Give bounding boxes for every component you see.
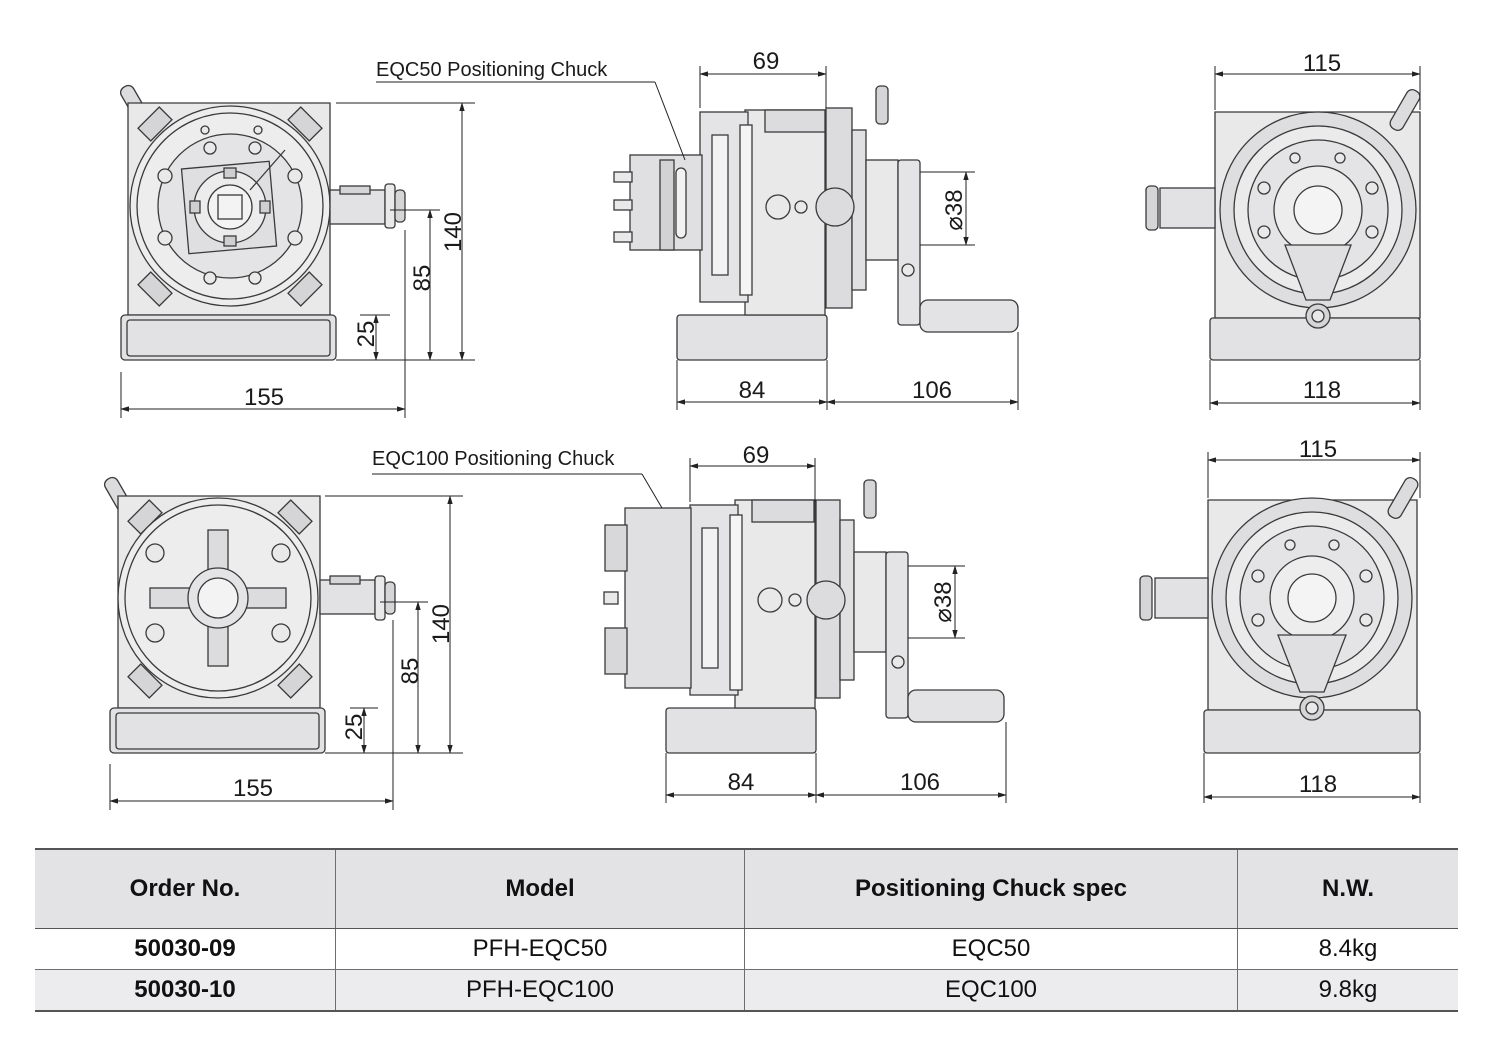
width-label-front: 155 bbox=[233, 775, 273, 802]
base-length-label: 84 bbox=[739, 377, 766, 404]
spec-table: Order No. Model Positioning Chuck spec N… bbox=[35, 848, 1458, 1012]
side-dimensions-eqc100 bbox=[372, 458, 1007, 803]
table-row: 50030-10 PFH-EQC100 EQC100 9.8kg bbox=[35, 969, 1458, 1012]
handle-length-label: 106 bbox=[912, 377, 952, 404]
handle-length-label: 106 bbox=[900, 769, 940, 796]
header-chuck-spec: Positioning Chuck spec bbox=[744, 848, 1238, 929]
chuck-callout-label: EQC50 Positioning Chuck bbox=[376, 59, 608, 81]
side-view-eqc100 bbox=[603, 479, 1005, 754]
bottom-width-label: 118 bbox=[1303, 377, 1341, 404]
side-view-eqc50 bbox=[613, 85, 1019, 361]
header-model: Model bbox=[335, 848, 745, 929]
back-view-eqc50 bbox=[1145, 88, 1421, 361]
width-label-front: 155 bbox=[244, 384, 284, 411]
order-no-cell: 50030-09 bbox=[35, 928, 336, 970]
base-length-label: 84 bbox=[728, 769, 755, 796]
chuck-depth-label: 69 bbox=[753, 48, 780, 75]
model-cell: PFH-EQC100 bbox=[335, 969, 745, 1012]
side-dimensions-eqc50 bbox=[376, 66, 1019, 410]
front-dimensions-eqc50 bbox=[120, 102, 475, 418]
table-header-row: Order No. Model Positioning Chuck spec N… bbox=[35, 848, 1458, 929]
order-no-cell: 50030-10 bbox=[35, 969, 336, 1012]
back-view-eqc100 bbox=[1139, 476, 1421, 754]
diameter-label: ⌀38 bbox=[941, 189, 968, 230]
back-dimensions-eqc50 bbox=[1209, 66, 1421, 410]
back-dimensions-eqc100 bbox=[1203, 452, 1421, 803]
header-net-weight: N.W. bbox=[1237, 848, 1458, 929]
header-order-no: Order No. bbox=[35, 848, 336, 929]
chuck-spec-cell: EQC100 bbox=[744, 969, 1238, 1012]
chuck-callout-label: EQC100 Positioning Chuck bbox=[372, 448, 615, 470]
base-height-label: 25 bbox=[353, 321, 380, 348]
diameter-label: ⌀38 bbox=[930, 581, 957, 622]
chuck-depth-label: 69 bbox=[743, 442, 770, 469]
front-view-eqc100 bbox=[103, 476, 396, 754]
model-cell: PFH-EQC50 bbox=[335, 928, 745, 970]
base-height-label: 25 bbox=[341, 714, 368, 741]
height-total-label: 140 bbox=[440, 212, 467, 252]
technical-drawings: 155 140 85 25 bbox=[103, 48, 1421, 810]
front-view-eqc50 bbox=[119, 84, 406, 361]
net-weight-cell: 9.8kg bbox=[1237, 969, 1458, 1012]
top-width-label: 115 bbox=[1303, 50, 1341, 77]
net-weight-cell: 8.4kg bbox=[1237, 928, 1458, 970]
height-total-label: 140 bbox=[428, 604, 455, 644]
bottom-width-label: 118 bbox=[1299, 771, 1337, 798]
chuck-spec-cell: EQC50 bbox=[744, 928, 1238, 970]
table-row: 50030-09 PFH-EQC50 EQC50 8.4kg bbox=[35, 928, 1458, 970]
top-width-label: 115 bbox=[1299, 436, 1337, 463]
center-height-label: 85 bbox=[397, 658, 424, 685]
front-dimensions-eqc100 bbox=[109, 495, 463, 810]
center-height-label: 85 bbox=[409, 265, 436, 292]
